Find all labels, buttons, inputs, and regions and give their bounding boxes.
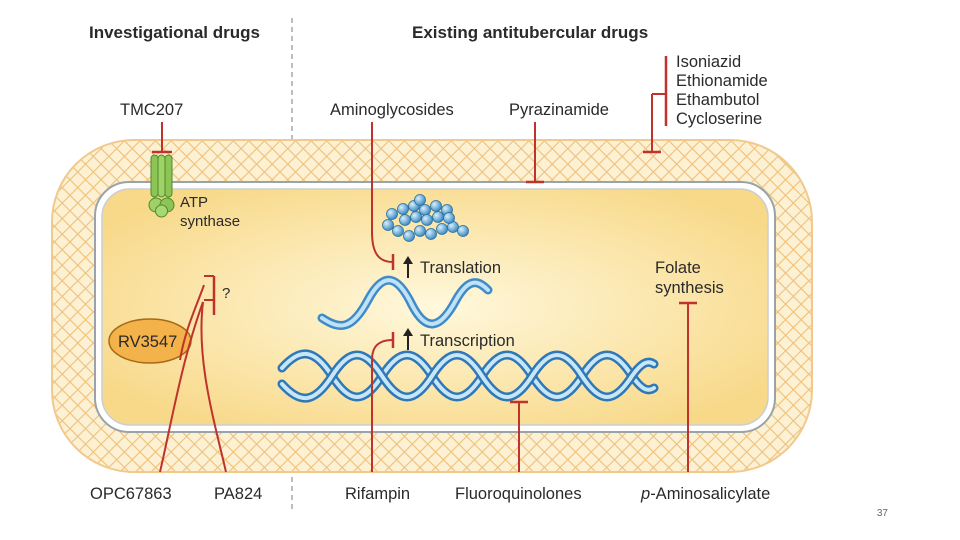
transcription-arrow (403, 328, 413, 350)
tmc207-label: TMC207 (120, 101, 183, 119)
cell-membrane (94, 181, 776, 433)
atp-synthase-protein (148, 154, 175, 218)
pas-inhibition (679, 301, 697, 472)
rv3547-label: RV3547 (118, 333, 177, 351)
opc-pa-paths (159, 284, 227, 473)
ribosome-cluster (382, 194, 469, 242)
unknown-target-label: ? (222, 285, 230, 302)
opc67863-label: OPC67863 (90, 485, 172, 503)
translation-arrow (403, 256, 413, 278)
slide-number: 37 (876, 508, 888, 519)
pyrazinamide-label: Pyrazinamide (509, 101, 609, 119)
aminoglycosides-label: Aminoglycosides (330, 101, 454, 119)
mrna-strand (317, 275, 493, 330)
atp-synthase-label-2: synthase (180, 213, 240, 230)
fluoroquinolones-inhibition (510, 400, 528, 472)
aminoglycosides-inhibition (371, 122, 395, 270)
tmc207-inhibition (152, 122, 172, 154)
pyrazinamide-inhibition (526, 122, 544, 184)
cell-wall-drugs-inhibition (643, 56, 668, 154)
translation-label: Translation (420, 259, 501, 277)
pas-rest: -Aminosalicylate (650, 485, 770, 503)
ethionamide-label: Ethionamide (676, 72, 768, 90)
cycloserine-label: Cycloserine (676, 110, 762, 128)
p-aminosalicylate-label: p-Aminosalicylate (640, 485, 770, 503)
folate-synthesis-label-2: synthesis (655, 279, 724, 297)
rifampin-label: Rifampin (345, 485, 410, 503)
atp-synthase-label-1: ATP (180, 194, 208, 211)
fluoroquinolones-label: Fluoroquinolones (455, 485, 582, 503)
isoniazid-label: Isoniazid (676, 53, 741, 71)
existing-header: Existing antitubercular drugs (412, 23, 648, 42)
folate-synthesis-label-1: Folate (655, 259, 701, 277)
unknown-target-inhibition (204, 275, 216, 315)
pas-prefix: p (640, 485, 650, 503)
investigational-header: Investigational drugs (89, 23, 260, 42)
transcription-label: Transcription (420, 332, 515, 350)
dna-double-helix (277, 349, 659, 403)
rifampin-inhibition (371, 332, 395, 472)
ethambutol-label: Ethambutol (676, 91, 759, 109)
pa824-label: PA824 (214, 485, 262, 503)
